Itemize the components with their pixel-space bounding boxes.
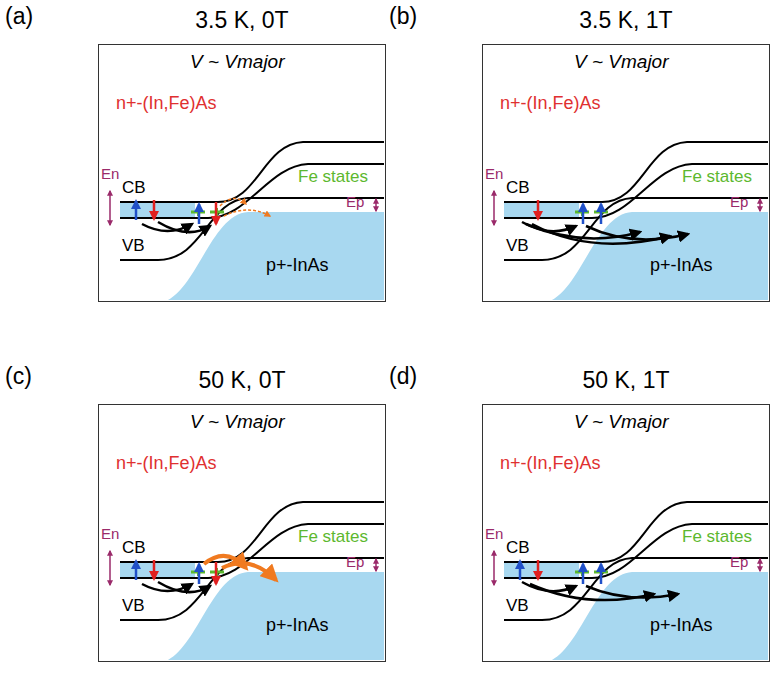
states-label: Fe states [680, 168, 754, 187]
material-label: n+-(In,Fe)As [500, 94, 601, 114]
bias-label: V ~ Vmajor [574, 52, 669, 73]
panel-letter: (a) [5, 4, 33, 29]
band-label: VB [506, 237, 529, 256]
band-label: CB [122, 539, 146, 558]
energy-label: Ep [730, 194, 748, 211]
band-label: CB [506, 539, 530, 558]
panel-d-art [494, 502, 768, 660]
energy-label: Ep [346, 554, 364, 571]
band-label: VB [506, 597, 529, 616]
panel-letter: (d) [389, 364, 417, 389]
states-label: Fe states [296, 168, 370, 187]
bias-label: V ~ Vmajor [190, 52, 285, 73]
material-label: p+-InAs [650, 256, 713, 276]
energy-label: Ep [346, 194, 364, 211]
energy-label: En [101, 526, 119, 543]
band-label: CB [122, 179, 146, 198]
panel-b-art [494, 142, 768, 300]
material-label: n+-(In,Fe)As [116, 94, 217, 114]
panel-title: 50 K, 0T [99, 367, 385, 394]
band-label: VB [122, 237, 145, 256]
energy-label: En [485, 526, 503, 543]
material-label: p+-InAs [266, 616, 329, 636]
energy-label: En [101, 166, 119, 183]
panel-letter: (c) [5, 364, 32, 389]
panel-letter: (b) [389, 4, 417, 29]
material-label: n+-(In,Fe)As [500, 454, 601, 474]
energy-label: Ep [730, 554, 748, 571]
bias-label: V ~ Vmajor [574, 412, 669, 433]
band-label: VB [122, 597, 145, 616]
energy-label: En [485, 166, 503, 183]
band-label: CB [506, 179, 530, 198]
material-label: p+-InAs [650, 616, 713, 636]
panel-title: 3.5 K, 1T [483, 7, 769, 34]
material-label: n+-(In,Fe)As [116, 454, 217, 474]
panel-title: 3.5 K, 0T [99, 7, 385, 34]
panel-c-art [110, 502, 384, 660]
panel-title: 50 K, 1T [483, 367, 769, 394]
panel-a-art [110, 142, 384, 300]
bias-label: V ~ Vmajor [190, 412, 285, 433]
material-label: p+-InAs [266, 256, 329, 276]
states-label: Fe states [680, 528, 754, 547]
states-label: Fe states [296, 528, 370, 547]
